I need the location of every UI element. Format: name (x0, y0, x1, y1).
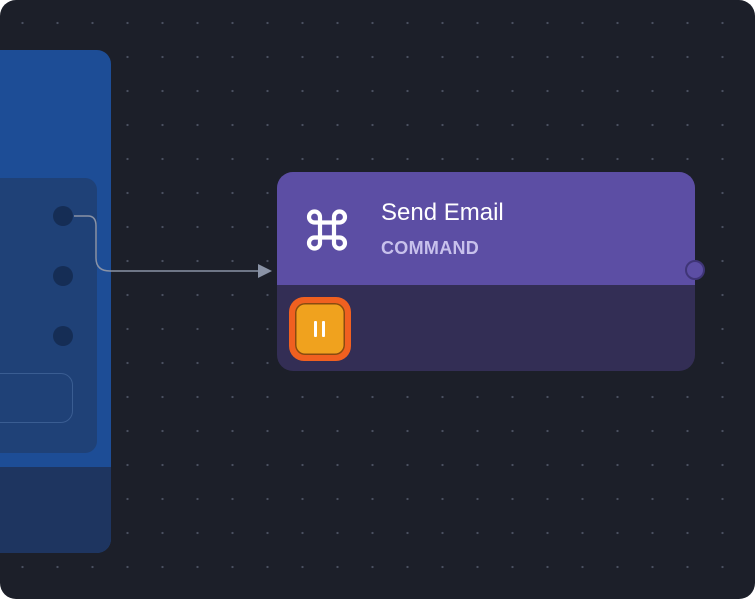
command-node-header[interactable]: Send Email COMMAND (277, 172, 695, 285)
pause-button[interactable] (289, 297, 351, 361)
pause-button-inner (295, 303, 345, 355)
source-node[interactable] (0, 50, 111, 553)
command-output-port[interactable] (685, 260, 705, 280)
command-key-icon (306, 209, 348, 251)
source-node-footer (0, 467, 111, 553)
node-title: Send Email (381, 199, 504, 226)
edge-arrowhead (258, 264, 272, 278)
source-node-field[interactable] (0, 373, 73, 423)
source-output-port[interactable] (53, 206, 73, 226)
node-type-label: COMMAND (381, 238, 480, 258)
source-output-port[interactable] (53, 326, 73, 346)
source-output-port[interactable] (53, 266, 73, 286)
send-email-command-node[interactable]: Send Email COMMAND (277, 172, 705, 371)
